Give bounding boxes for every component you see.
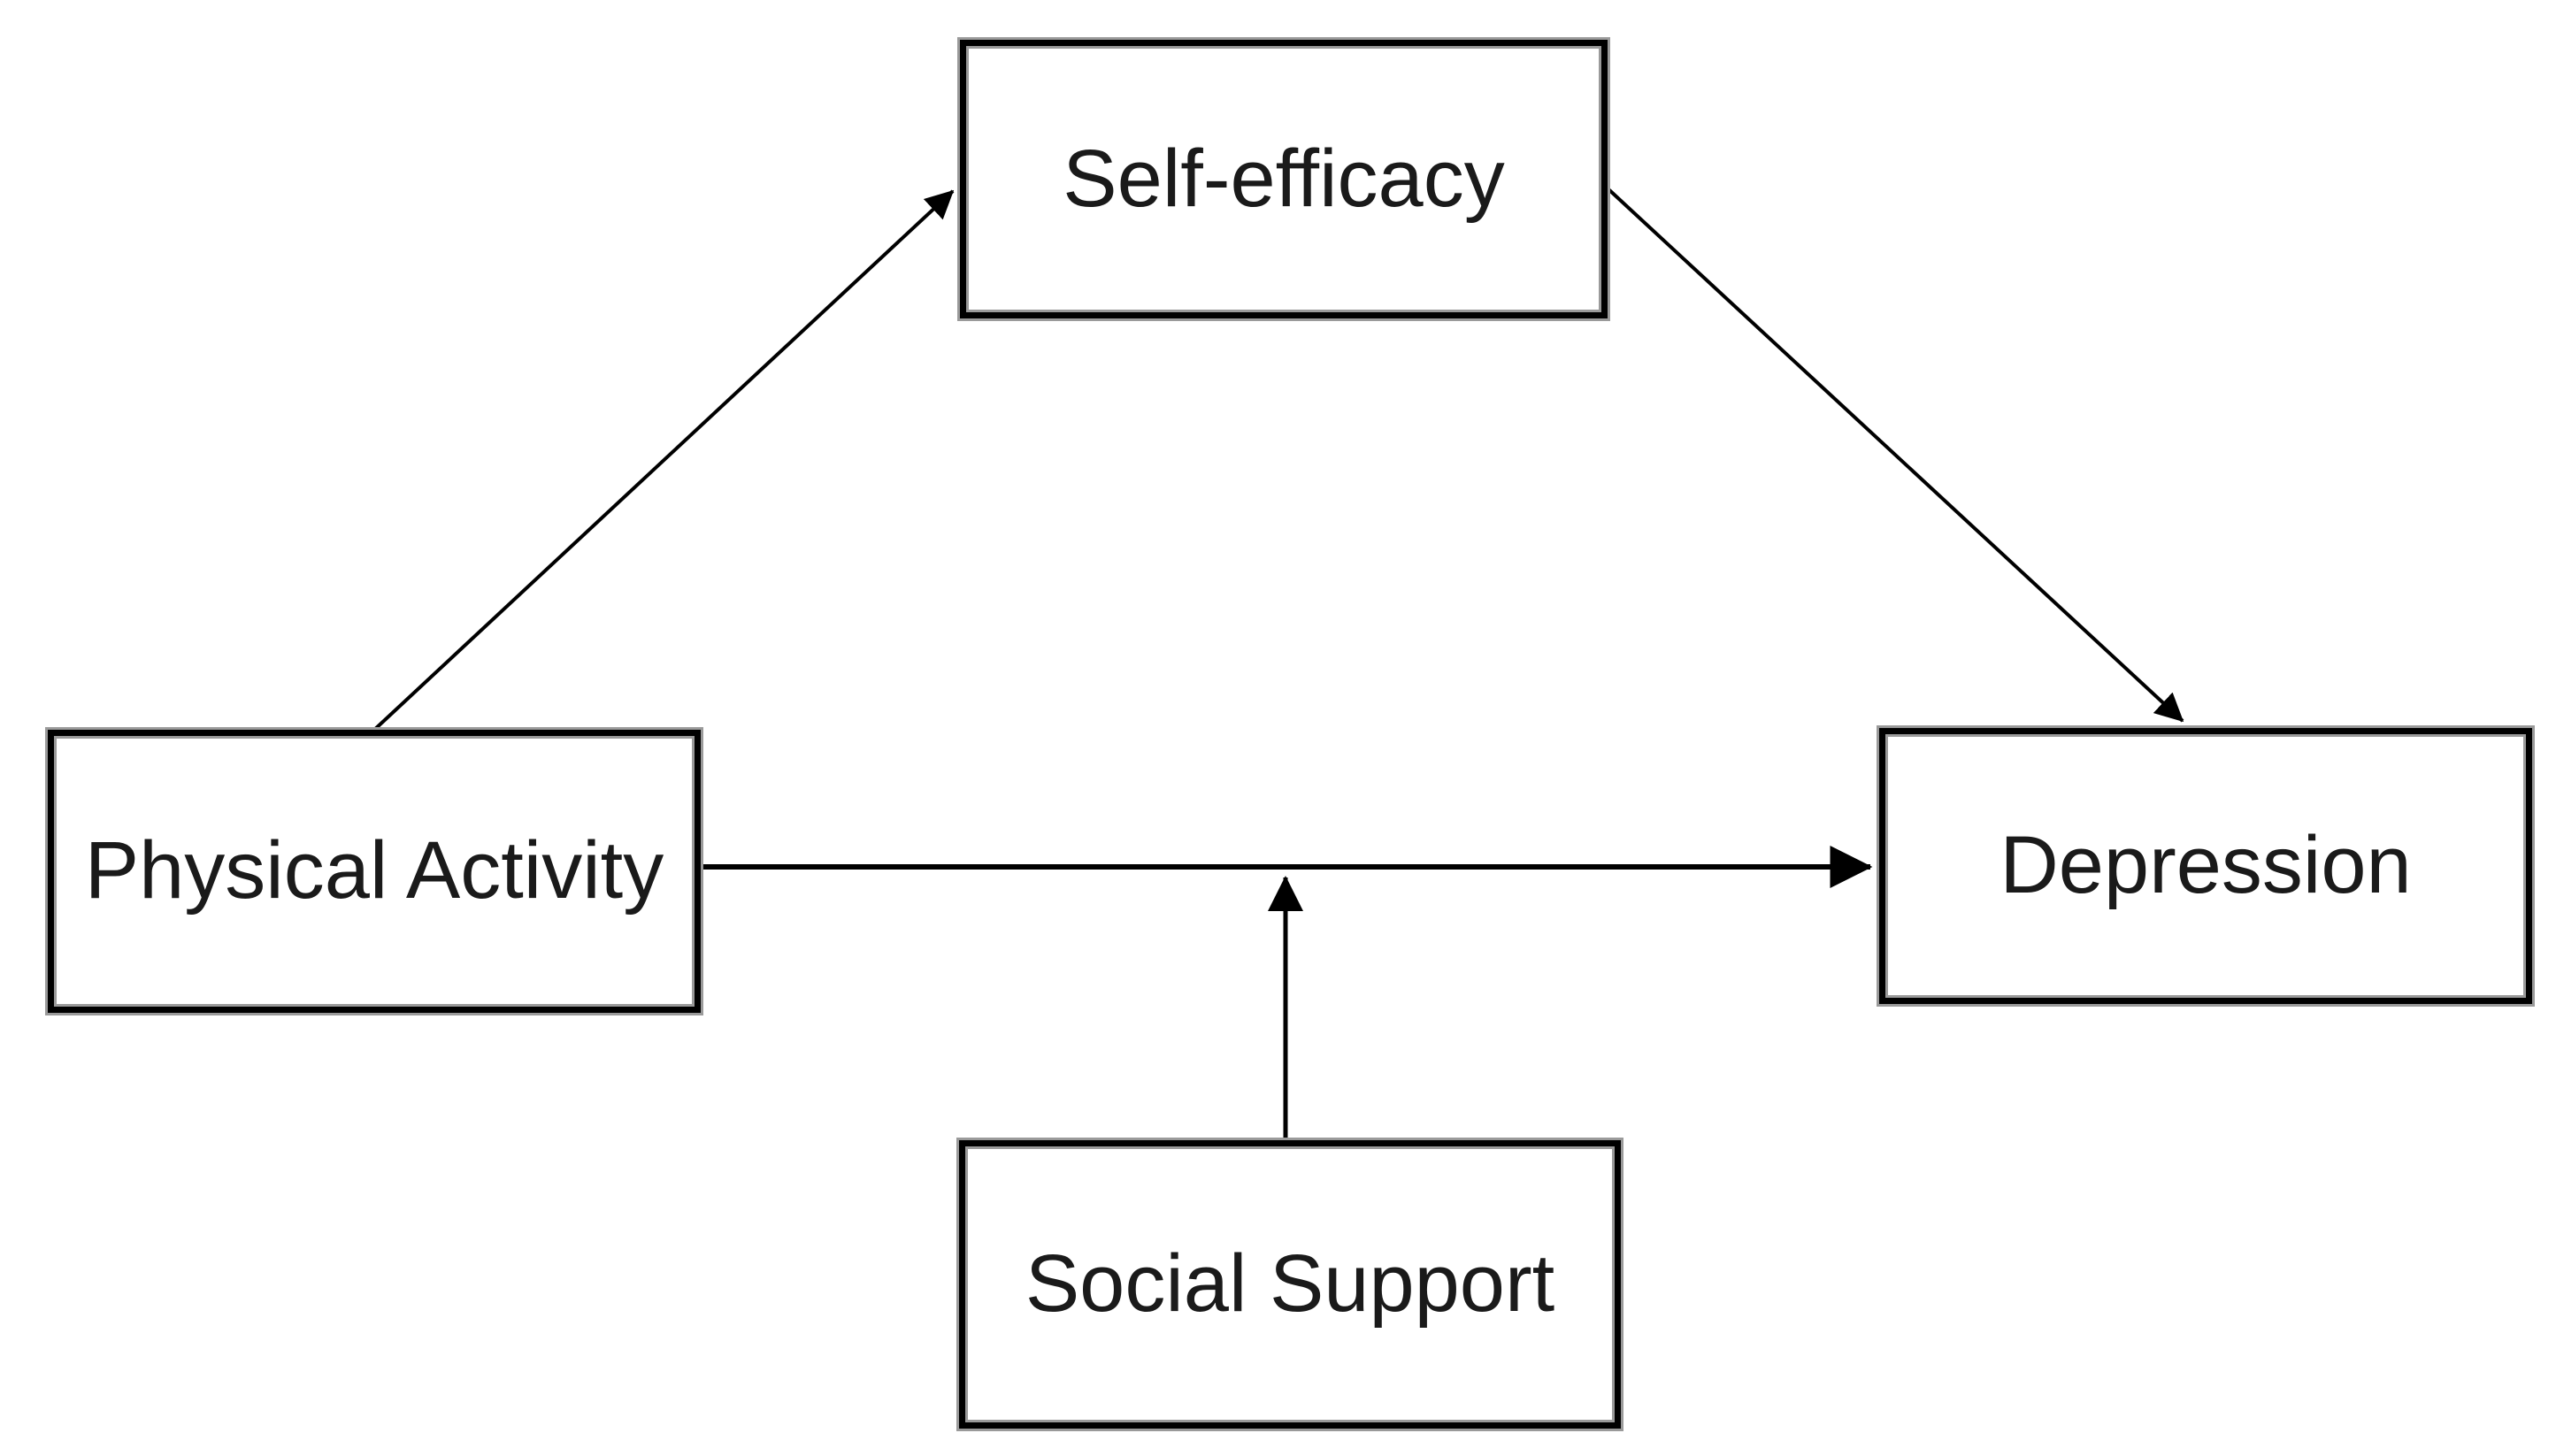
edge-physical-activity-to-self-efficacy-arrow bbox=[372, 189, 955, 732]
node-depression: Depression bbox=[1879, 728, 2532, 1004]
edge-self-efficacy-to-depression-arrow bbox=[1606, 187, 2184, 723]
node-social-support: Social Support bbox=[959, 1140, 1621, 1429]
node-physical-activity: Physical Activity bbox=[48, 730, 701, 1013]
node-physical-activity-label: Physical Activity bbox=[84, 825, 664, 916]
node-self-efficacy-label: Self-efficacy bbox=[1063, 133, 1505, 224]
node-social-support-label: Social Support bbox=[1025, 1238, 1555, 1330]
node-self-efficacy: Self-efficacy bbox=[960, 40, 1608, 318]
node-depression-label: Depression bbox=[2000, 820, 2412, 911]
